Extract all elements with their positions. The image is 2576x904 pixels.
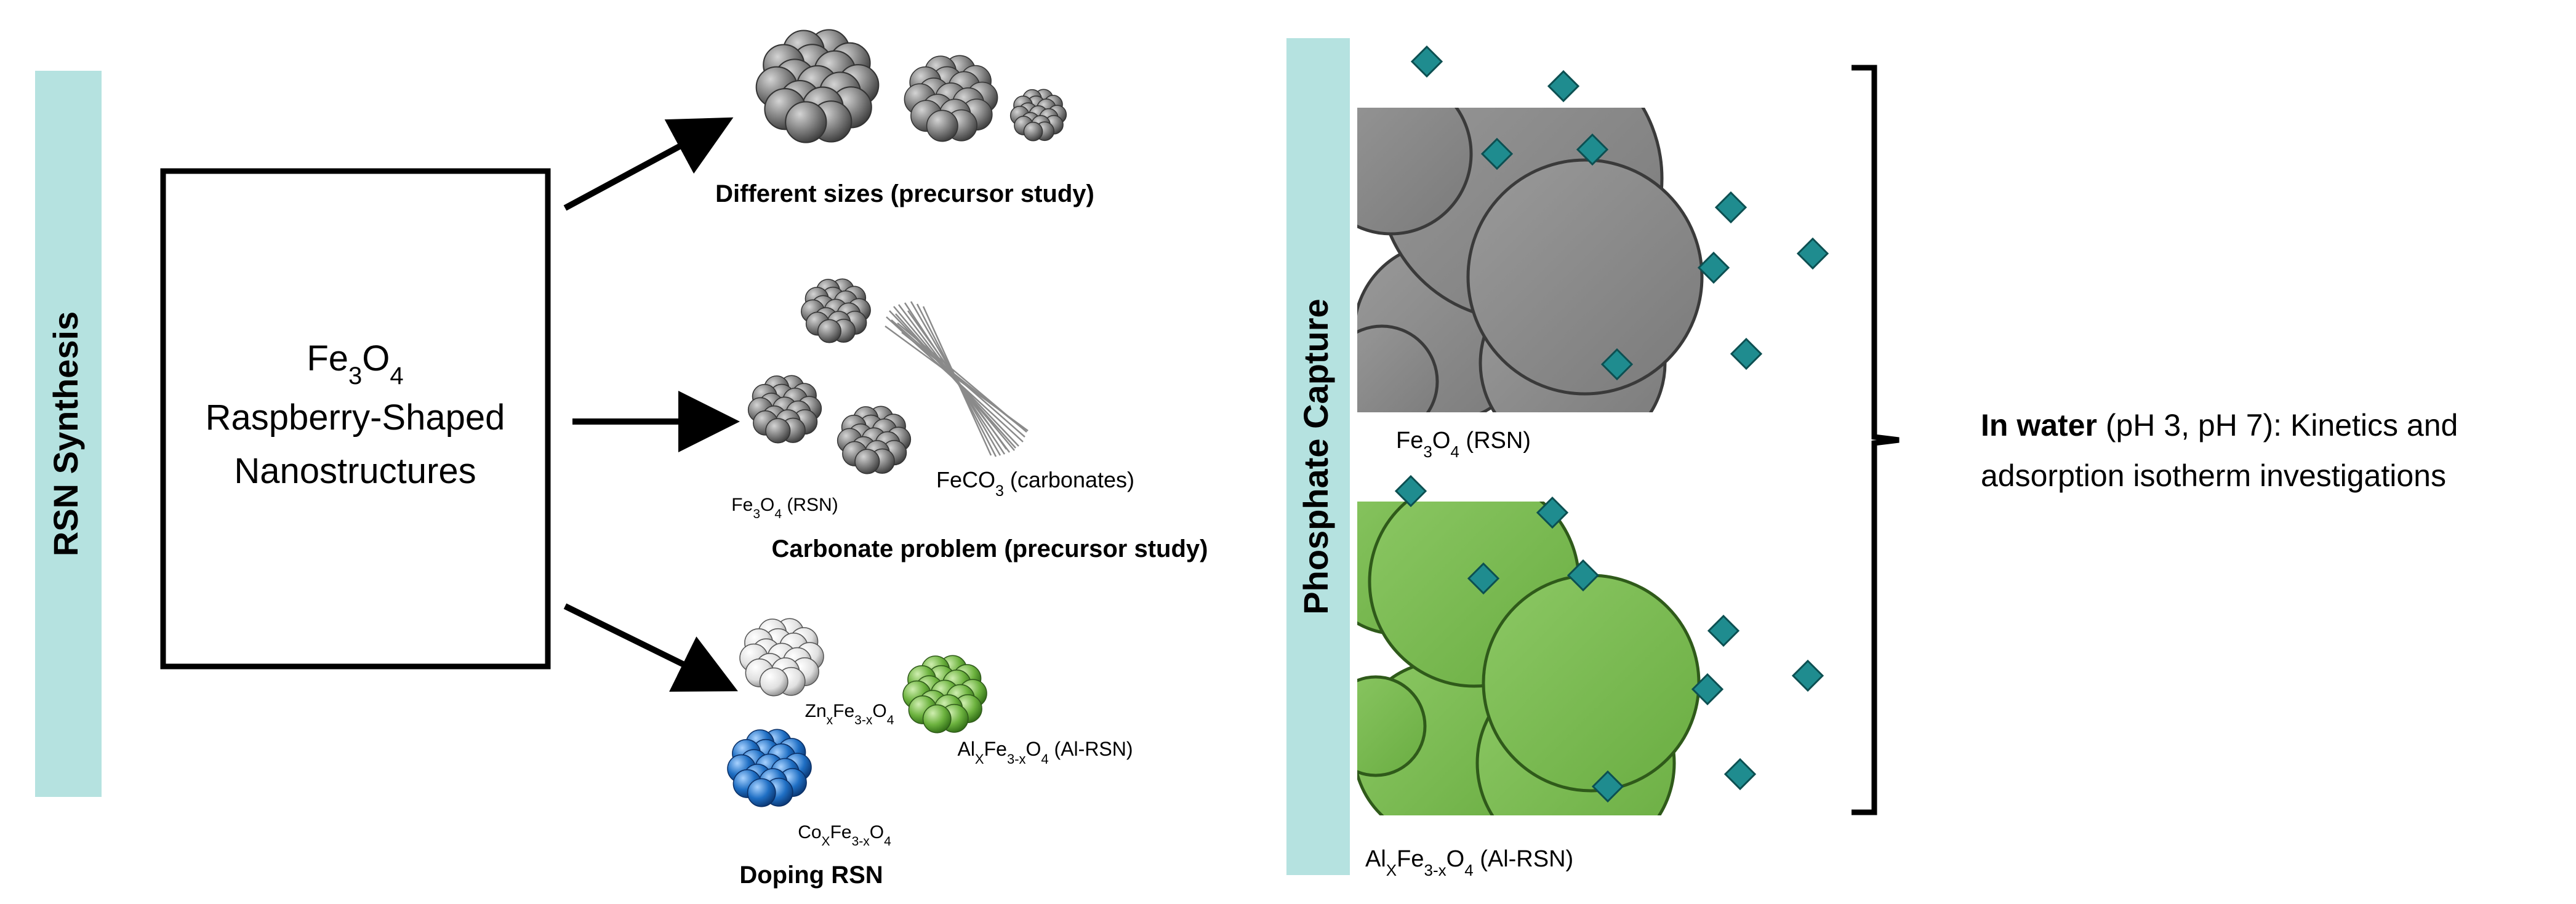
arrow-sizes bbox=[563, 117, 734, 211]
phosphate-diamond-icon bbox=[1691, 673, 1724, 706]
phosphate-diamond-icon bbox=[1394, 474, 1427, 508]
caption-doping-rsn: Doping RSN bbox=[739, 862, 883, 889]
arrow-doping bbox=[563, 603, 738, 692]
box-line-raspberry: Raspberry-Shaped bbox=[206, 398, 505, 438]
rsn-synthesis-label: RSN Synthesis bbox=[46, 311, 85, 556]
al-doped-cluster-icon bbox=[902, 655, 987, 734]
phosphate-diamond-icon bbox=[1410, 45, 1443, 78]
phosphate-diamond-icon bbox=[1536, 496, 1569, 529]
medium-rsn-cluster-icon bbox=[904, 55, 998, 142]
phosphate-diamond-icon bbox=[1467, 562, 1500, 595]
small-rsn-cluster-icon bbox=[1009, 89, 1067, 142]
phosphate-diamond-icon bbox=[1723, 758, 1757, 791]
phosphate-diamond-icon bbox=[1714, 191, 1747, 224]
panel-top-label: Fe3O4 (RSN) bbox=[1396, 428, 1531, 461]
carbonate-rsn-cluster-left-icon bbox=[747, 375, 822, 444]
phosphate-capture-label: Phosphate Capture bbox=[1296, 298, 1335, 614]
phosphate-diamond-icon bbox=[1707, 614, 1740, 647]
large-rsn-cluster-icon bbox=[755, 29, 880, 143]
co-doped-cluster-icon bbox=[727, 729, 812, 807]
label-al-ferrite-small: AlXFe3-xO4 (Al-RSN) bbox=[957, 738, 1133, 767]
phosphate-diamond-icon bbox=[1576, 133, 1609, 166]
phosphate-diamond-icon bbox=[1791, 659, 1824, 692]
caption-carbonate-problem: Carbonate problem (precursor study) bbox=[771, 535, 1208, 562]
phosphate-capture-bar bbox=[1286, 38, 1350, 875]
panel-bottom-label: AlXFe3-xO4 (Al-RSN) bbox=[1365, 846, 1573, 879]
fe3o4-formula: Fe3O4 bbox=[307, 338, 403, 390]
phosphate-diamond-icon bbox=[1730, 337, 1763, 370]
phosphate-diamond-icon bbox=[1796, 237, 1829, 270]
carbonate-rsn-cluster-top-icon bbox=[801, 278, 871, 343]
fe3o4-surface-panel bbox=[1357, 108, 1704, 412]
right-bracket bbox=[1852, 65, 1900, 815]
caption-different-sizes: Different sizes (precursor study) bbox=[715, 180, 1094, 207]
phosphate-diamond-icon bbox=[1697, 251, 1730, 284]
conclusion-line-1: In water (pH 3, pH 7): Kinetics and bbox=[1981, 408, 2458, 442]
zn-doped-cluster-icon bbox=[739, 618, 824, 697]
phosphate-diamond-icon bbox=[1567, 559, 1600, 592]
fe3o4-box bbox=[160, 168, 551, 670]
label-co-ferrite: CoXFe3-xO4 bbox=[798, 822, 891, 849]
phosphate-diamond-icon bbox=[1591, 770, 1624, 803]
phosphate-diamond-icon bbox=[1547, 70, 1580, 103]
phosphate-diamond-icon bbox=[1480, 137, 1514, 170]
rsn-synthesis-bar bbox=[35, 71, 102, 797]
feco3-needles bbox=[885, 301, 1029, 457]
conclusion-line-2: adsorption isotherm investigations bbox=[1981, 458, 2446, 493]
label-feco3-carbonates: FeCO3 (carbonates) bbox=[936, 467, 1134, 500]
label-zn-ferrite: ZnxFe3-xO4 bbox=[805, 701, 894, 727]
carbonate-rsn-cluster-right-icon bbox=[837, 406, 912, 474]
phosphate-diamond-icon bbox=[1600, 348, 1634, 381]
label-fe3o4-rsn-small: Fe3O4 (RSN) bbox=[731, 495, 838, 521]
box-line-nanostructures: Nanostructures bbox=[234, 451, 476, 491]
al-rsn-surface-panel bbox=[1357, 502, 1701, 815]
